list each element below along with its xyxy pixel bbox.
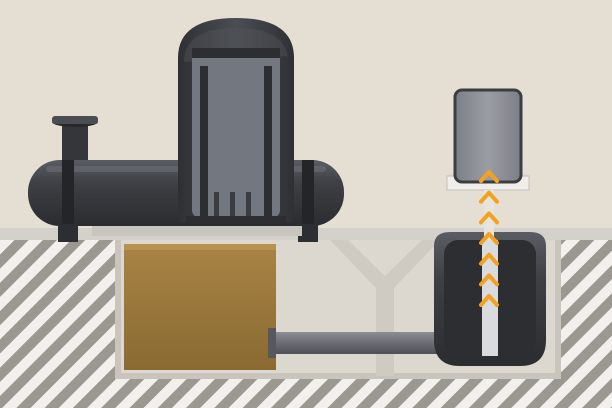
connecting-pipe-flange — [268, 328, 276, 358]
collector-vessel — [446, 88, 530, 240]
dome-rod-right — [264, 66, 272, 216]
storage-box-top-edge — [124, 244, 276, 250]
dome-rod-left — [200, 66, 208, 216]
chevron-up-icon — [479, 170, 499, 183]
tank-band-left — [62, 160, 74, 226]
collector-vessel-body — [453, 88, 523, 184]
electrode — [246, 192, 251, 216]
electrode — [230, 192, 235, 216]
dome-electrodes — [214, 192, 251, 216]
y-support-beam — [330, 240, 440, 376]
storage-box-body — [124, 244, 276, 370]
chevron-up-icon — [479, 211, 499, 225]
inlet-pipe-cap — [52, 116, 98, 124]
connecting-pipe-body — [272, 332, 442, 354]
y-support-frame — [330, 240, 440, 376]
tank-band-right — [302, 160, 314, 226]
connecting-pipe — [268, 328, 442, 358]
chevron-up-icon — [479, 232, 499, 245]
dome-inner-rim — [192, 48, 280, 58]
horizontal-tank — [28, 18, 344, 242]
chevron-up-icon — [479, 252, 499, 266]
tank-foot-left — [58, 224, 78, 242]
electrode — [214, 192, 219, 216]
flow-arrows — [479, 170, 499, 307]
storage-box — [124, 244, 276, 370]
tank-foot-right — [298, 224, 318, 242]
chevron-up-icon — [479, 273, 499, 287]
chevron-up-icon — [479, 190, 499, 204]
dome-base-ring — [186, 216, 286, 224]
dome-interior — [192, 48, 280, 218]
tank-base-plate — [92, 226, 302, 236]
chevron-up-icon — [479, 294, 499, 307]
excavation-wall — [115, 240, 561, 379]
